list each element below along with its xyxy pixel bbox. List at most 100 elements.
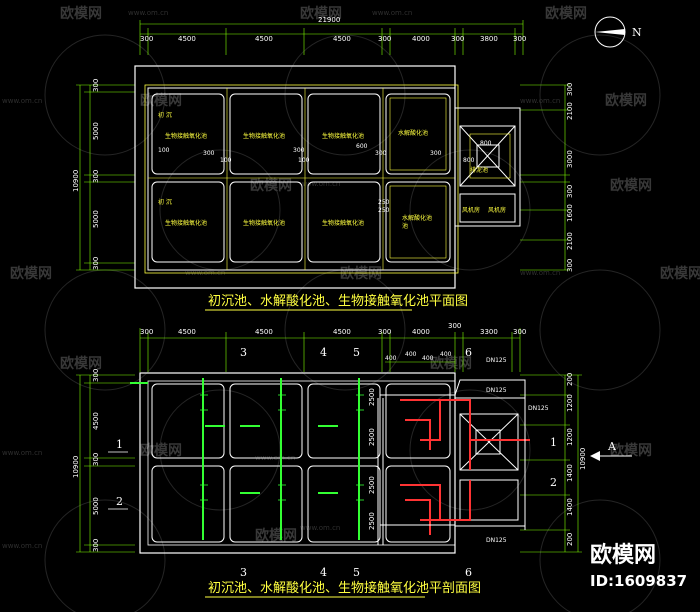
dim: 4500 — [333, 35, 351, 43]
watermark-brand: 欧模网 — [250, 177, 292, 194]
watermark-url: www.om.cn — [372, 9, 412, 17]
corner-brand: 欧模网 ID:1609837 — [590, 542, 687, 590]
dim: 300 — [375, 150, 387, 157]
section-left-dims: 300 4500 300 5000 300 10900 — [72, 369, 100, 552]
room-label: 生物接触氧化池 — [322, 219, 364, 227]
watermark-brand: 欧模网 — [545, 5, 587, 22]
axis-label: 5 — [353, 346, 360, 359]
dim: 200 — [566, 533, 574, 546]
plan-title: 初沉池、水解酸化池、生物接触氧化池平面图 — [208, 293, 468, 309]
dim: 300 — [140, 35, 153, 43]
axis-label: 6 — [465, 566, 472, 579]
dim: 4000 — [412, 328, 430, 336]
dim: 4500 — [333, 328, 351, 336]
side-room-label: 风机房 — [462, 206, 480, 214]
dim: 100 — [220, 157, 232, 164]
side-room-label: 风机房 — [488, 206, 506, 214]
dim: 300 — [92, 257, 100, 270]
dim: 4500 — [255, 35, 273, 43]
axis-label: 2 — [550, 476, 557, 489]
watermark-url: www.om.cn — [2, 542, 42, 550]
plan-right-dims: 300 2100 3000 300 1600 2100 300 — [566, 83, 574, 272]
axis-label: 4 — [320, 346, 327, 359]
room-label: 生物接触氧化池 — [243, 219, 285, 227]
dim: 4500 — [178, 328, 196, 336]
dim: 5000 — [92, 210, 100, 228]
dim: 400 — [405, 351, 417, 358]
axis-label: 3 — [240, 566, 247, 579]
section-drawing: 300 4500 4500 4500 300 4000 300 3300 300… — [72, 322, 632, 598]
room-sub-label: 池 — [402, 222, 408, 230]
dim: 400 — [422, 355, 434, 362]
pipe-labels: DN125 DN125 DN125 DN125 — [486, 357, 549, 544]
dim: 400 — [385, 355, 397, 362]
plan-left-total: 10900 — [72, 170, 80, 192]
dim: 300 — [92, 369, 100, 382]
dim: 300 — [92, 453, 100, 466]
dim: 300 — [451, 35, 464, 43]
dim: 2500 — [368, 512, 376, 530]
dim: 300 — [566, 83, 574, 96]
watermark-url: www.om.cn — [520, 97, 560, 105]
watermark-brand: 欧模网 — [60, 355, 102, 372]
dim: 1200 — [566, 394, 574, 412]
room-label: 生物接触氧化池 — [322, 132, 364, 140]
dim: 300 — [92, 170, 100, 183]
axis-label: 6 — [465, 346, 472, 359]
dim: 200 — [566, 373, 574, 386]
watermark-brand: 欧模网 — [610, 177, 652, 194]
watermark-brand: 欧模网 — [300, 5, 342, 22]
axis-label: 3 — [240, 346, 247, 359]
dim: 1400 — [566, 498, 574, 516]
dim: 2100 — [566, 102, 574, 120]
dim: 300 — [513, 35, 526, 43]
dim: 300 — [293, 147, 305, 154]
dim: 300 — [566, 185, 574, 198]
room-label: 水解酸化池 — [398, 129, 428, 137]
watermark-brand: 欧模网 — [10, 265, 52, 282]
dim: 2500 — [368, 428, 376, 446]
dim: 2500 — [368, 476, 376, 494]
dim: 400 — [440, 351, 452, 358]
watermark-url: www.om.cn — [128, 9, 168, 17]
watermark-url: www.om.cn — [520, 269, 560, 277]
section-right-total: 10900 — [579, 448, 587, 470]
dim: 300 — [203, 150, 215, 157]
watermark-brand: 欧模网 — [340, 265, 382, 282]
dim: 300 — [430, 150, 442, 157]
watermark-url: www.om.cn — [2, 97, 42, 105]
dim: 4000 — [412, 35, 430, 43]
dim: 3300 — [480, 328, 498, 336]
pipe-label: DN125 — [486, 537, 507, 544]
image-id: ID:1609837 — [590, 572, 687, 590]
watermark-brand: 欧模网 — [140, 92, 182, 109]
dim: 250 — [378, 207, 390, 214]
dim: 2100 — [566, 232, 574, 250]
dim: 4500 — [178, 35, 196, 43]
watermark-url: www.om.cn — [300, 180, 340, 188]
pipe-label: DN125 — [486, 387, 507, 394]
section-title: 初沉池、水解酸化池、生物接触氧化池平剖面图 — [208, 580, 481, 596]
dim: 300 — [448, 322, 461, 330]
plan-left-dims: 300 5000 300 5000 300 10900 — [72, 79, 100, 270]
north-label: N — [632, 26, 642, 39]
dim: 2500 — [368, 388, 376, 406]
dim: 800 — [480, 140, 492, 147]
watermark-brand: 欧模网 — [605, 92, 647, 109]
dim: 800 — [463, 157, 475, 164]
dim: 600 — [356, 143, 368, 150]
watermark-url: www.om.cn — [300, 524, 340, 532]
dim: 300 — [92, 539, 100, 552]
axis-label: 1 — [116, 438, 123, 451]
room-label: 水解酸化池 — [402, 214, 432, 222]
dim: 300 — [566, 259, 574, 272]
dim: 3800 — [480, 35, 498, 43]
watermark-brand: 欧模网 — [140, 442, 182, 459]
dim: 1200 — [566, 428, 574, 446]
room-label: 生物接触氧化池 — [165, 219, 207, 227]
dim: 100 — [158, 147, 170, 154]
north-arrow: N — [594, 16, 642, 48]
plan-total-width: 21900 — [318, 16, 340, 24]
axis-label: 2 — [116, 495, 123, 508]
room-label: 初 沉 — [158, 111, 172, 119]
